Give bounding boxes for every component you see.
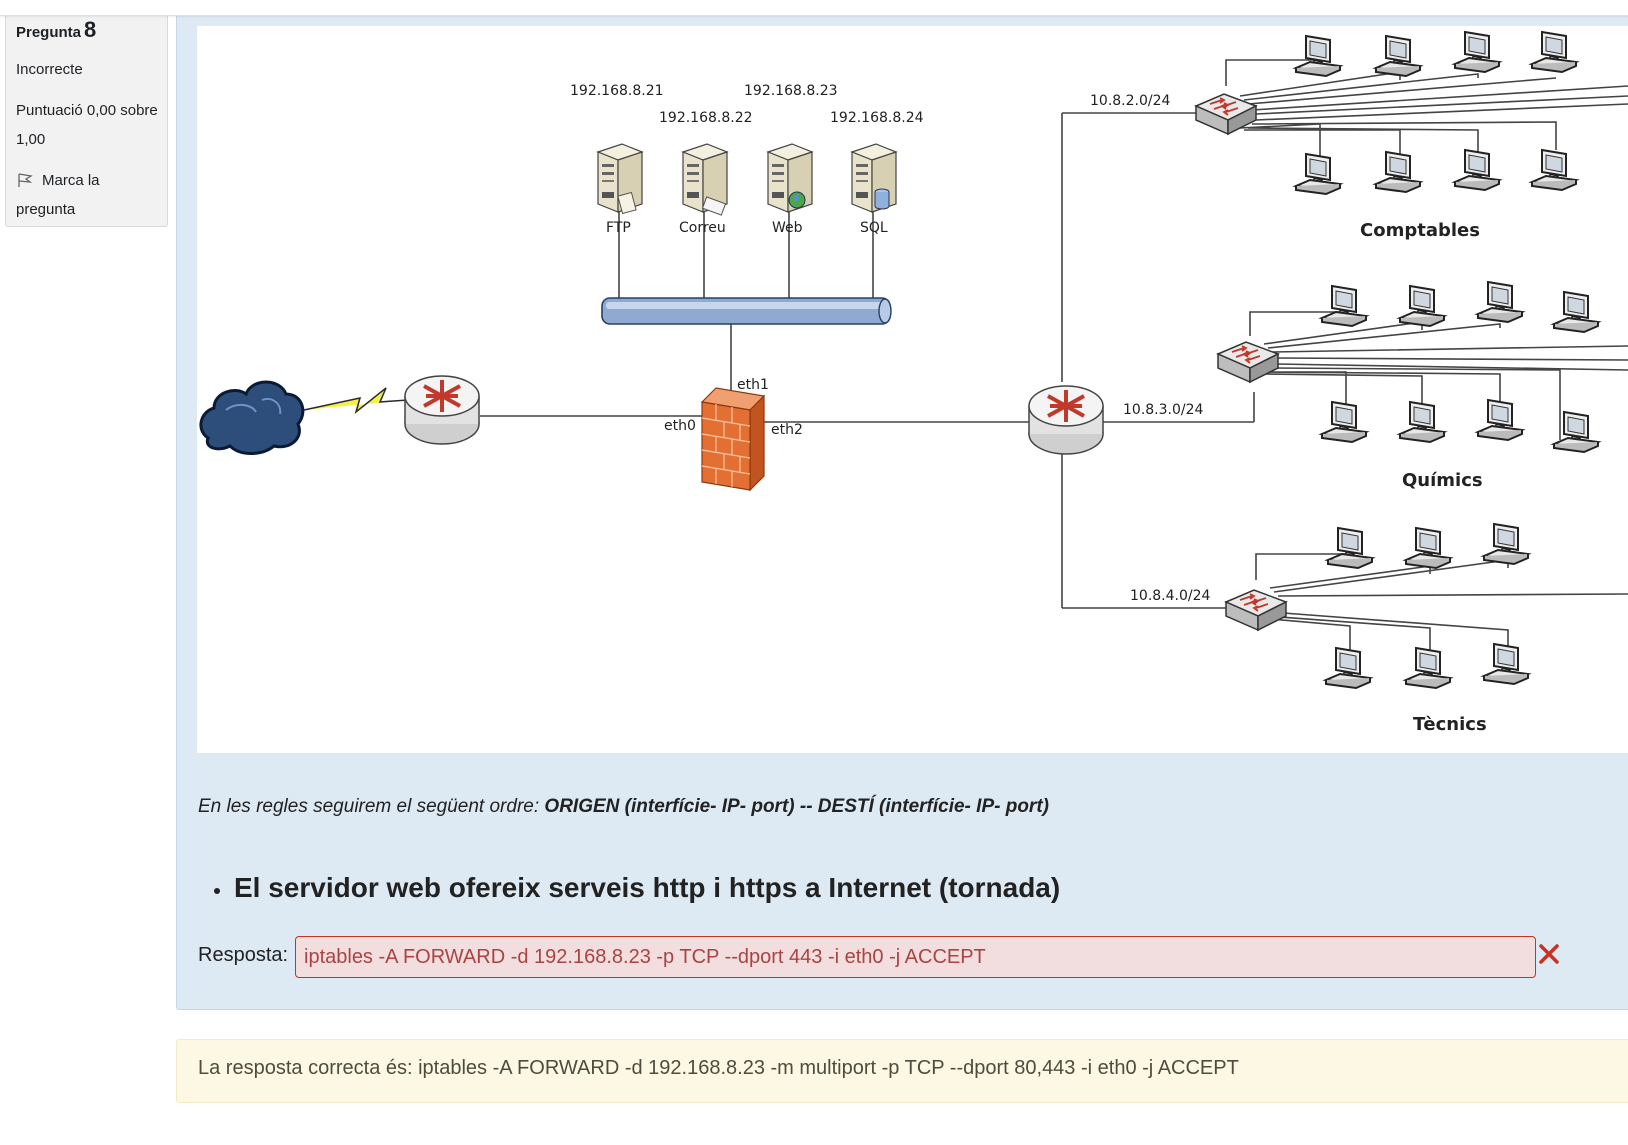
subnet-network: 10.8.4.0/24 <box>1130 588 1211 604</box>
pc-icon <box>1295 35 1341 77</box>
switch-icon <box>1224 588 1288 632</box>
pc-icon <box>1405 647 1451 689</box>
question-number-value: 8 <box>84 17 97 42</box>
answer-label: Resposta: <box>198 944 289 966</box>
pc-icon <box>1399 285 1445 327</box>
server-name: FTP <box>606 220 631 236</box>
correct-answer-feedback: La resposta correcta és: iptables -A FOR… <box>176 1039 1628 1103</box>
subnet-tecnics: 10.8.4.0/24 Tècnics <box>1130 523 1628 735</box>
rule-order-instructions: En les regles seguirem el següent ordre:… <box>198 796 1049 817</box>
edge-router-icon <box>403 374 481 446</box>
pc-icon <box>1375 151 1421 193</box>
pc-icon <box>1483 523 1529 565</box>
pc-icon <box>1295 153 1341 195</box>
incorrect-icon <box>1539 944 1559 964</box>
pc-icon <box>1325 647 1371 689</box>
pc-icon <box>1531 31 1577 73</box>
pc-icon <box>1531 149 1577 191</box>
eth0-label: eth0 <box>664 418 696 434</box>
dmz-bus <box>601 297 892 325</box>
question-state: Incorrecte <box>16 61 83 78</box>
subnet-network: 10.8.3.0/24 <box>1123 402 1204 418</box>
pc-icon <box>1483 643 1529 685</box>
network-diagram: eth1 eth0 eth2 192.168.8.21 FTP 192.168.… <box>197 26 1628 753</box>
question-grade: Puntuació 0,00 sobre 1,00 <box>16 102 158 148</box>
eth1-label: eth1 <box>737 377 769 393</box>
top-navbar <box>0 0 1628 16</box>
serial-link-icon <box>303 387 409 415</box>
pc-icon <box>1477 399 1523 441</box>
firewall-icon <box>700 387 766 492</box>
server-ip: 192.168.8.23 <box>744 83 838 99</box>
answer-input[interactable]: iptables -A FORWARD -d 192.168.8.23 -p T… <box>295 936 1536 978</box>
subnet-group-name: Comptables <box>1360 220 1480 241</box>
core-router-icon <box>1027 384 1105 456</box>
server-correu: 192.168.8.22 Correu <box>659 110 753 236</box>
subnet-network: 10.8.2.0/24 <box>1090 93 1171 109</box>
server-ip: 192.168.8.22 <box>659 110 753 126</box>
flag-question-link[interactable]: Marca la pregunta <box>16 166 161 224</box>
question-task: El servidor web ofereix serveis http i h… <box>234 872 1061 903</box>
pc-icon <box>1553 291 1599 333</box>
subnet-quimics: 10.8.3.0/24 Químics <box>1123 281 1628 491</box>
bullet-icon <box>214 888 220 894</box>
server-ip: 192.168.8.24 <box>830 110 924 126</box>
pc-icon <box>1375 35 1421 77</box>
subnet-group-name: Químics <box>1402 470 1483 491</box>
subnet-group-name: Tècnics <box>1413 714 1487 735</box>
server-ftp: 192.168.8.21 FTP <box>570 83 664 236</box>
rule-order: ORIGEN (interfície- IP- port) -- DESTÍ (… <box>544 796 1049 817</box>
subnet-comptables: 10.8.2.0/24 Comptables <box>1090 31 1628 241</box>
pc-icon <box>1321 401 1367 443</box>
pc-icon <box>1477 281 1523 323</box>
internet-cloud-icon <box>199 380 305 455</box>
flag-icon <box>18 173 33 187</box>
server-name: SQL <box>860 220 888 236</box>
server-sql: 192.168.8.24 SQL <box>830 110 924 236</box>
flag-question-label: Marca la pregunta <box>16 172 100 218</box>
server-web: 192.168.8.23 Web <box>744 83 838 236</box>
pc-icon <box>1321 285 1367 327</box>
pc-icon <box>1454 31 1500 73</box>
server-name: Web <box>772 220 803 236</box>
server-ip: 192.168.8.21 <box>570 83 664 99</box>
eth2-label: eth2 <box>771 422 803 438</box>
pc-icon <box>1405 527 1451 569</box>
correct-answer-text: La resposta correcta és: iptables -A FOR… <box>198 1057 1239 1079</box>
pc-icon <box>1454 149 1500 191</box>
pc-icon <box>1399 401 1445 443</box>
server-name: Correu <box>679 220 726 236</box>
pc-icon <box>1327 527 1373 569</box>
